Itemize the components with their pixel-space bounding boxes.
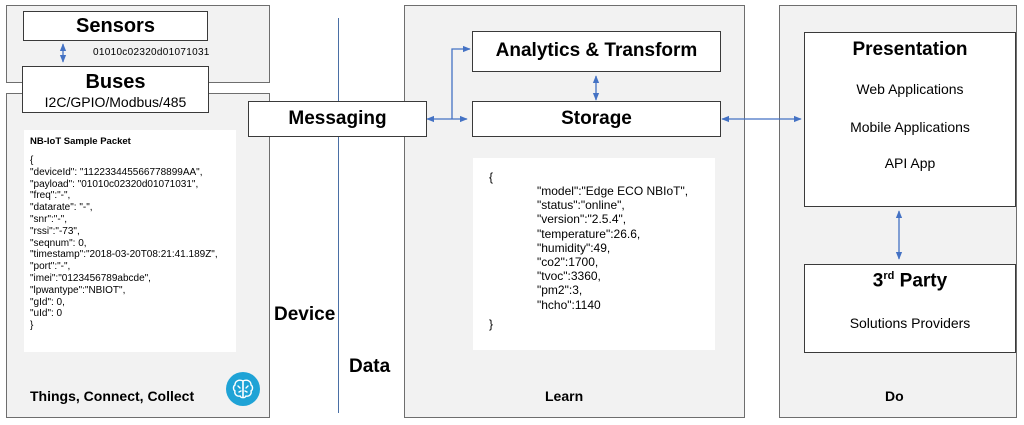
sample-packet-card: NB-IoT Sample Packet {"deviceId": "11223… bbox=[24, 130, 236, 352]
brain-icon bbox=[226, 372, 260, 406]
analytics-transform-title: Analytics & Transform bbox=[495, 40, 698, 61]
packet-line: "lpwantype":"NBIOT", bbox=[30, 284, 126, 296]
device-label: Device bbox=[274, 304, 336, 325]
packet-line: "rssi":"-73", bbox=[30, 225, 80, 237]
sample-packet-body: {"deviceId": "112233445566778899AA","pay… bbox=[30, 155, 218, 332]
do-label: Do bbox=[885, 388, 904, 404]
presentation-box: Presentation Web Applications Mobile App… bbox=[804, 32, 1016, 207]
packet-line: "gId": 0, bbox=[30, 296, 65, 308]
storage-json-line: "tvoc":3360, bbox=[537, 269, 601, 284]
sample-packet-title: NB-IoT Sample Packet bbox=[30, 136, 131, 147]
messaging-box: Messaging bbox=[248, 101, 427, 137]
analytics-transform-box: Analytics & Transform bbox=[472, 31, 721, 72]
presentation-item-mobile: Mobile Applications bbox=[850, 119, 970, 135]
packet-line: "uId": 0 bbox=[30, 308, 63, 320]
storage-json-line: "model":"Edge ECO NBIoT", bbox=[537, 184, 689, 198]
storage-json-line: "status":"online", bbox=[537, 198, 625, 213]
presentation-item-web: Web Applications bbox=[856, 81, 964, 97]
packet-line: "seqnum": 0, bbox=[30, 237, 87, 249]
learn-label: Learn bbox=[545, 388, 584, 404]
storage-json-line: "version":"2.5.4", bbox=[537, 212, 627, 227]
third-party-box: 3rd Party Solutions Providers bbox=[804, 264, 1016, 353]
messaging-title: Messaging bbox=[288, 108, 387, 129]
third-party-subtitle: Solutions Providers bbox=[849, 315, 971, 331]
packet-line: "snr":"-", bbox=[30, 213, 67, 225]
storage-json-close: } bbox=[489, 317, 494, 331]
packet-line: "port":"-", bbox=[30, 261, 71, 273]
packet-line: "freq":"-", bbox=[30, 190, 71, 202]
storage-json-line: "co2":1700, bbox=[537, 255, 599, 270]
third-party-title-text: Party bbox=[894, 270, 948, 292]
storage-title: Storage bbox=[561, 108, 632, 129]
third-party-title-number: 3 bbox=[872, 270, 884, 292]
packet-line: { bbox=[30, 155, 34, 166]
sensors-box: Sensors bbox=[23, 11, 208, 41]
storage-json-open: { bbox=[489, 170, 494, 184]
storage-json-line: "pm2":3, bbox=[537, 283, 583, 298]
presentation-item-api: API App bbox=[884, 155, 936, 171]
storage-json-body: "model":"Edge ECO NBIoT","status":"onlin… bbox=[537, 184, 688, 312]
device-data-divider bbox=[338, 18, 339, 413]
buses-box: Buses I2C/GPIO/Modbus/485 bbox=[22, 66, 209, 113]
packet-line: } bbox=[30, 320, 34, 332]
data-label: Data bbox=[349, 356, 391, 377]
packet-line: "deviceId": "112233445566778899AA", bbox=[30, 166, 203, 178]
storage-json-line: "hcho":1140 bbox=[537, 297, 601, 312]
messaging-analytics-arrow bbox=[451, 45, 471, 119]
bus-data-string: 01010c02320d01071031 bbox=[93, 47, 210, 58]
buses-subtitle: I2C/GPIO/Modbus/485 bbox=[44, 94, 187, 110]
storage-box: Storage bbox=[472, 101, 721, 137]
packet-line: "timestamp":"2018-03-20T08:21:41.189Z", bbox=[30, 249, 218, 261]
things-connect-collect-label: Things, Connect, Collect bbox=[30, 388, 195, 404]
packet-line: "datarate": "-", bbox=[30, 202, 93, 214]
buses-title: Buses bbox=[85, 71, 146, 93]
storage-json-card: { "model":"Edge ECO NBIoT","status":"onl… bbox=[473, 158, 715, 350]
sensors-title: Sensors bbox=[76, 15, 155, 37]
storage-json-line: "humidity":49, bbox=[537, 240, 611, 255]
presentation-title: Presentation bbox=[852, 39, 968, 60]
packet-line: "payload": "01010c02320d01071031", bbox=[30, 178, 199, 190]
third-party-title: 3rd Party bbox=[805, 270, 1015, 292]
third-party-title-suffix: rd bbox=[883, 270, 895, 282]
packet-line: "imei":"0123456789abcde", bbox=[30, 272, 151, 284]
storage-json-line: "temperature":26.6, bbox=[537, 226, 641, 241]
